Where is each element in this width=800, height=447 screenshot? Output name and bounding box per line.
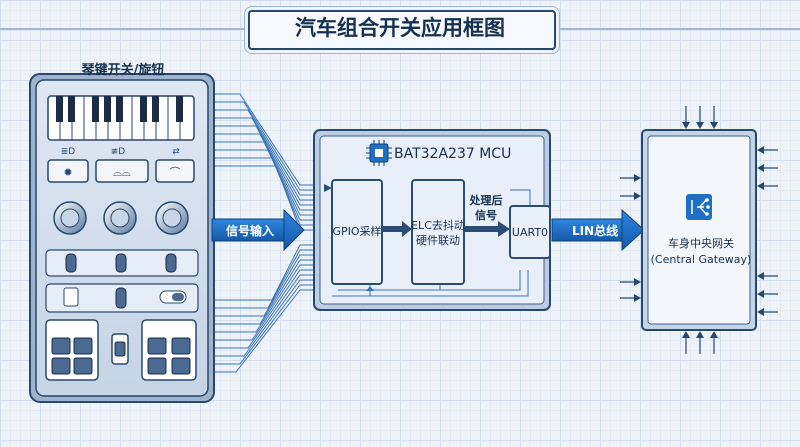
processed-signal-label-2: 信号 xyxy=(475,209,497,222)
elc-block-label-1: ELC去抖动 xyxy=(411,219,465,232)
uart-block-label: UART0 xyxy=(511,226,549,239)
gateway-label-1: 车身中央网关 xyxy=(668,237,734,250)
signal-input-label: 信号输入 xyxy=(226,224,275,238)
piano-keys xyxy=(47,95,195,141)
processed-signal-label-1: 处理后 xyxy=(469,194,503,207)
panel-label: 琴键开关/旋钮 xyxy=(81,63,165,78)
mcu-label: BAT32A237 MCU xyxy=(394,146,512,162)
gpio-block xyxy=(331,179,383,285)
toggle-switches xyxy=(65,253,177,273)
signal-input-arrow xyxy=(211,208,305,252)
light-button-row xyxy=(47,159,195,183)
gpio-block-label: GPIO采样 xyxy=(332,225,382,238)
uart-block xyxy=(509,205,551,259)
swap-icon: ⇄ xyxy=(172,147,180,157)
gpio-to-elc-arrow xyxy=(382,221,412,237)
title-rule-right xyxy=(552,28,800,30)
lin-bus-label: LIN总线 xyxy=(572,224,619,238)
rocker-switch xyxy=(63,287,79,307)
signal-wires xyxy=(207,93,324,373)
rotary-knobs xyxy=(53,201,189,235)
switch-panel: ✹ ⌓⌓ ⌒ ≣D ≢D ⇄ xyxy=(29,73,215,403)
bottom-rockers xyxy=(51,337,191,375)
headlight-icon: ≣D xyxy=(61,147,76,157)
gateway-box xyxy=(641,129,757,331)
lever-switch xyxy=(115,287,127,309)
title-frame xyxy=(248,10,556,50)
sun-icon: ✹ xyxy=(63,166,72,179)
elc-block xyxy=(411,179,465,285)
washer-icon: ⌒ xyxy=(170,166,181,179)
page-title: 汽车组合开关应用框图 xyxy=(295,16,505,40)
network-hub-icon xyxy=(686,194,712,220)
elc-block-label-2: 硬件联动 xyxy=(416,234,460,247)
foglight-icon: ≢D xyxy=(111,147,126,157)
gateway-label-2: (Central Gateway) xyxy=(650,253,752,266)
elc-to-uart-arrow xyxy=(464,221,510,237)
lin-bus-arrow xyxy=(551,208,645,252)
title-rule-left xyxy=(0,28,248,30)
board-traces xyxy=(332,189,531,297)
chip-icon xyxy=(366,140,392,166)
wiper-icon: ⌓⌓ xyxy=(113,166,131,179)
gateway-port-arrows xyxy=(620,106,778,354)
gpio-in-arrow xyxy=(324,184,332,192)
